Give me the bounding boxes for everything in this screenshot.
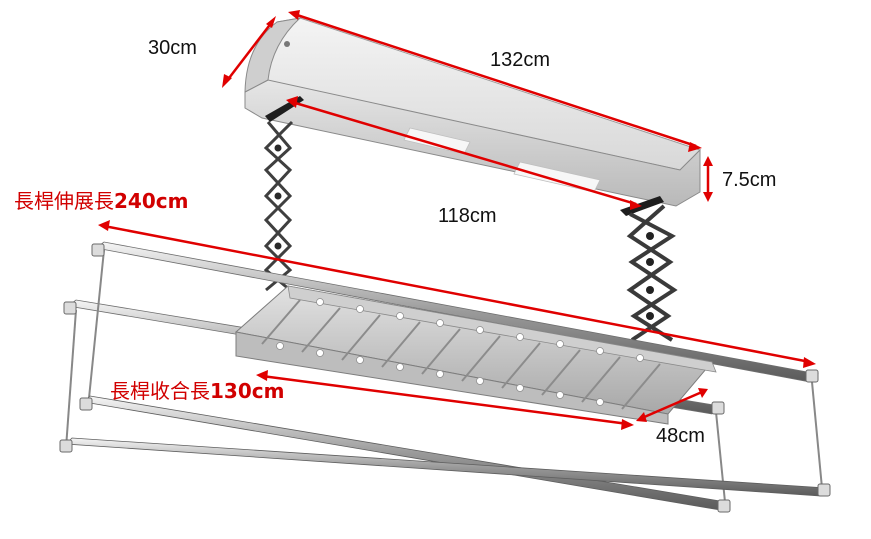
dimension-line-housing-height — [703, 156, 713, 202]
label-retracted-prefix: 長桿收合長 — [110, 379, 210, 403]
label-retracted-value: 130cm — [210, 379, 284, 403]
scissor-lift-left — [263, 120, 294, 292]
dimension-line-housing-length — [288, 10, 702, 152]
pole-front-lower — [65, 437, 827, 497]
rack-tray — [234, 285, 717, 425]
label-retracted-length: 長桿收合長130cm — [110, 379, 284, 403]
label-housing-length: 132cm — [490, 49, 550, 71]
label-mount-span: 118cm — [438, 205, 497, 227]
scissor-lift-right — [626, 204, 678, 342]
label-rack-depth: 48cm — [656, 425, 705, 447]
ceiling-housing — [244, 17, 701, 216]
dimension-line-mount-span — [286, 96, 642, 210]
dimension-line-housing-depth — [222, 16, 276, 88]
label-extended-length: 長桿伸展長240cm — [14, 189, 188, 213]
dimension-lines — [98, 10, 816, 430]
label-housing-depth: 30cm — [148, 37, 197, 59]
label-extended-value: 240cm — [114, 189, 188, 213]
label-extended-prefix: 長桿伸展長 — [14, 189, 114, 213]
dimension-line-extended-length — [98, 220, 816, 368]
front-poles — [59, 243, 831, 513]
label-housing-height: 7.5cm — [722, 169, 776, 191]
dimension-line-rack-depth — [636, 388, 708, 422]
dimension-line-retracted-length — [256, 370, 634, 430]
